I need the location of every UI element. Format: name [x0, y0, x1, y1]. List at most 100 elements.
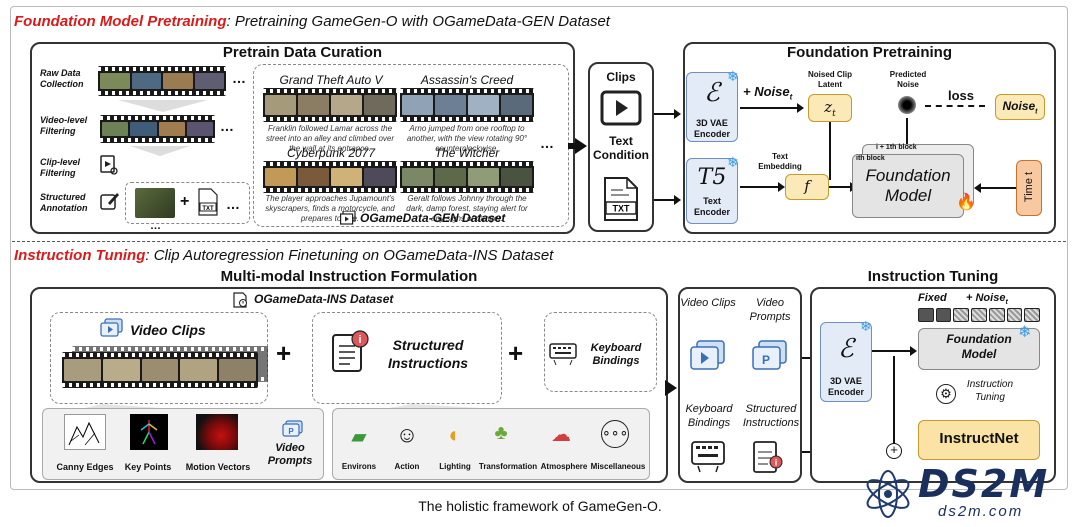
tuning-title: Instruction Tuning — [867, 268, 999, 285]
game-title-ac: Assassin's Creed — [420, 73, 514, 87]
svg-text:i: i — [358, 334, 361, 346]
control-motion: Motion Vectors — [185, 462, 251, 472]
t5-to-f-head — [778, 182, 785, 192]
step-raw: Raw Data Collection — [40, 68, 84, 89]
text-condition-label: Text Condition — [593, 134, 649, 162]
t5-snowflake-icon: ❄ — [727, 154, 739, 170]
aspect-transformation: Transformation — [478, 462, 538, 471]
inputs-to-vae-line — [802, 357, 814, 359]
clip-filter-icon — [100, 155, 118, 175]
tuning-foundation-model-label: Foundation Model — [946, 332, 1012, 361]
noise-gt-box — [995, 94, 1045, 120]
svg-text:P: P — [762, 353, 770, 367]
tuning-vae-label: 3D VAE Encoder — [827, 376, 864, 397]
ins-film-front — [62, 352, 258, 388]
raw-data-film — [98, 66, 226, 96]
f-to-model-line — [829, 186, 851, 188]
gta-caption: Franklin followed Lamar across the stree… — [265, 124, 395, 153]
atmosphere-icon: ☁ — [551, 424, 571, 446]
aspect-environs: Environs — [341, 462, 377, 471]
filter-funnel-2 — [130, 146, 190, 156]
ac-film — [400, 88, 534, 122]
annotation-ellipsis: … — [226, 196, 240, 212]
z-down-line — [829, 122, 831, 180]
vae-encoder-box — [686, 72, 738, 142]
keyboard-label: Keyboard Bindings — [590, 342, 642, 367]
node-up-line — [893, 356, 895, 444]
clips-label: Clips — [606, 70, 636, 84]
curation-title: Pretrain Data Curation — [222, 44, 383, 61]
input-clips-icon — [690, 340, 726, 372]
video-ellipsis: … — [220, 118, 234, 134]
tuning-gear-icon: ⚙ — [936, 384, 956, 404]
curation-arrow — [575, 138, 587, 154]
tuning-model-snowflake-icon: ❄ — [1018, 324, 1032, 341]
pretraining-title: Foundation Pretraining — [787, 44, 952, 61]
vae-symbol: ℰ — [704, 78, 720, 108]
filter-funnel-1 — [118, 100, 208, 112]
miscellaneous-icon: ∘∘∘ — [601, 420, 629, 448]
block-i1-label: i + 1th block — [876, 144, 917, 151]
cyberpunk-film — [263, 161, 397, 193]
zt-box — [808, 94, 852, 122]
raw-ellipsis: … — [232, 70, 246, 86]
loss-label: loss — [948, 88, 975, 103]
video-filter-film — [100, 115, 215, 143]
plus-2: + — [508, 338, 524, 368]
svg-text:i: i — [775, 458, 778, 468]
ds2m-logo-text: DS2M — [918, 462, 1050, 506]
keyboard-icon — [548, 340, 578, 366]
txt-icon-small: TXT — [197, 188, 219, 216]
action-icon: ☺ — [395, 422, 419, 447]
tuning-vae-to-model-head — [910, 346, 917, 356]
time-label: Time t — [1023, 171, 1035, 203]
block-i-front — [852, 154, 964, 218]
gta-film — [263, 88, 397, 122]
tuning-vae-snowflake-icon: ❄ — [860, 318, 872, 334]
time-to-model-line — [980, 187, 1016, 189]
snowflake-icon: ❄ — [727, 68, 739, 84]
environs-icon: ▰ — [351, 426, 367, 448]
aspect-lighting: Lighting — [439, 462, 471, 471]
input-video-prompts: Video Prompts — [749, 297, 791, 323]
input-keyboard: Keyboard Bindings — [685, 403, 733, 429]
aspect-atmosphere: Atmosphere — [540, 462, 588, 471]
game-title-witcher: The Witcher — [434, 146, 500, 160]
time-to-model-head — [974, 183, 981, 193]
gen-dataset-label: OGameData-GEN Dataset — [360, 211, 506, 225]
play-clip-icon — [600, 90, 642, 126]
plus-sign: + — [180, 193, 190, 210]
plus-circle-node: + — [886, 443, 902, 459]
block-i-label: ith block — [856, 155, 885, 162]
f-box — [785, 174, 829, 200]
ins-dataset-label: OGameData-INS Dataset — [254, 292, 394, 306]
tuning-noise-label: + Noiset — [966, 292, 1008, 307]
svg-text:TXT: TXT — [613, 204, 631, 214]
noise-plus-label: + Noiset — [743, 84, 793, 102]
text-embedding-label: Text Embedding — [758, 152, 802, 171]
noised-latent-label: Noised Clip Latent — [807, 70, 852, 89]
structured-doc-icon: i — [330, 330, 370, 374]
step-clip: Clip-level Filtering — [40, 157, 81, 178]
cyberpunk-caption: The player approaches Jupamount's skyscr… — [265, 194, 395, 223]
model-to-noise-line — [906, 118, 908, 144]
structured-label: Structured Instructions — [387, 337, 469, 371]
annotation-image — [135, 188, 175, 218]
step-annotation: Structured Annotation — [40, 192, 88, 213]
ds2m-logo-icon — [862, 468, 914, 520]
canny-image — [64, 414, 106, 450]
keypoints-image — [130, 414, 168, 450]
noise-gt-label: Noiset — [1002, 99, 1038, 116]
aspect-miscellaneous: Miscellaneous — [590, 462, 646, 471]
bottom-section-title: Instruction Tuning: Clip Autoregression … — [14, 247, 554, 264]
tuning-vae-symbol: ℰ — [838, 334, 854, 364]
f-label: f — [804, 177, 810, 195]
input-keyboard-icon — [690, 440, 726, 474]
text-to-t5-head — [674, 195, 681, 205]
top-section-title: Foundation Model Pretraining: Pretrainin… — [14, 13, 610, 30]
gen-dataset-icon — [340, 210, 356, 225]
aspects-box — [332, 408, 650, 480]
tuning-vae-to-model-line — [872, 350, 912, 352]
svg-text:P: P — [288, 427, 294, 436]
input-video-clips: Video Clips — [680, 297, 736, 309]
